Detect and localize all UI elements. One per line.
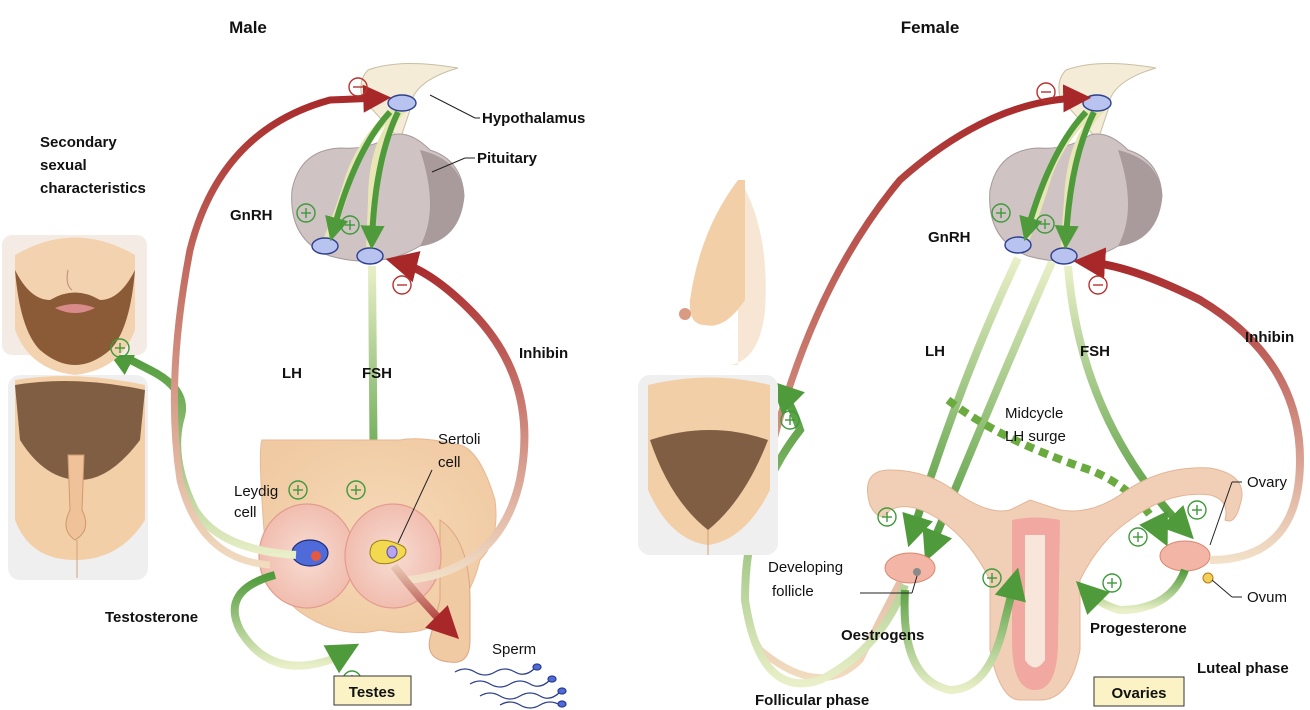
sperm-label: Sperm bbox=[492, 641, 536, 658]
ovum bbox=[1203, 573, 1213, 583]
female-ovary-right bbox=[1160, 541, 1210, 571]
male-pubic-illustration bbox=[8, 375, 148, 580]
progesterone-label: Progesterone bbox=[1090, 620, 1187, 637]
male-inhibin-label: Inhibin bbox=[519, 345, 568, 362]
male-pituitary-cell-fsh bbox=[357, 248, 383, 264]
developing-label-line2: follicle bbox=[772, 583, 814, 600]
sertoli-label-line2: cell bbox=[438, 454, 461, 471]
secondary-label-line2: sexual bbox=[40, 157, 87, 174]
testosterone-label: Testosterone bbox=[105, 609, 198, 626]
male-pituitary-cell-lh bbox=[312, 238, 338, 254]
male-gnrh-label: GnRH bbox=[230, 207, 273, 224]
ovaries-label: Ovaries bbox=[1111, 685, 1166, 702]
male-lh-label: LH bbox=[282, 365, 302, 382]
developing-follicle-ovary bbox=[885, 553, 935, 583]
female-hypothalamus-cell bbox=[1083, 95, 1111, 111]
testes-label: Testes bbox=[349, 684, 395, 701]
female-plus-sign-progesterone bbox=[1103, 574, 1121, 592]
breast-illustration bbox=[679, 180, 766, 365]
female-inhibin-label: Inhibin bbox=[1245, 329, 1294, 346]
female-pubic-illustration bbox=[638, 375, 778, 555]
midcycle-label-line1: Midcycle bbox=[1005, 405, 1063, 422]
oestrogens-label: Oestrogens bbox=[841, 627, 924, 644]
leydig-label-line2: cell bbox=[234, 504, 257, 521]
bearded-face-illustration bbox=[2, 235, 147, 375]
luteal-phase-label: Luteal phase bbox=[1197, 660, 1289, 677]
midcycle-label-line2: LH surge bbox=[1005, 428, 1066, 445]
male-hypothalamus-label: Hypothalamus bbox=[482, 110, 585, 127]
developing-label-line1: Developing bbox=[768, 559, 843, 576]
female-fsh-label: FSH bbox=[1080, 343, 1110, 360]
uterus-illustration bbox=[868, 468, 1243, 700]
ovary-label: Ovary bbox=[1247, 474, 1288, 491]
follicular-phase-label: Follicular phase bbox=[755, 692, 869, 709]
male-minus-sign-pituitary bbox=[393, 276, 411, 294]
male-hypothalamus-cell bbox=[388, 95, 416, 111]
secondary-label-line3: characteristics bbox=[40, 180, 146, 197]
female-plus-sign-ovary bbox=[1188, 501, 1206, 519]
leydig-label-line1: Leydig bbox=[234, 483, 278, 500]
female-pituitary-cell-fsh bbox=[1051, 248, 1077, 264]
sertoli-label-line1: Sertoli bbox=[438, 431, 481, 448]
female-minus-sign-pituitary bbox=[1089, 276, 1107, 294]
sperm-cells bbox=[455, 664, 566, 708]
male-title: Male bbox=[229, 18, 267, 37]
female-panel: Female bbox=[638, 18, 1300, 709]
male-pituitary-label: Pituitary bbox=[477, 150, 538, 167]
female-plus-sign-surge bbox=[1129, 528, 1147, 546]
ovum-label: Ovum bbox=[1247, 589, 1287, 606]
male-fsh-label: FSH bbox=[362, 365, 392, 382]
female-title: Female bbox=[901, 18, 960, 37]
secondary-label-line1: Secondary bbox=[40, 134, 117, 151]
progesterone-to-uterus-arrow bbox=[1085, 570, 1185, 610]
female-pituitary-cell-lh bbox=[1005, 237, 1031, 253]
female-lh-label: LH bbox=[925, 343, 945, 360]
female-gnrh-label: GnRH bbox=[928, 229, 971, 246]
leydig-cell bbox=[292, 540, 328, 566]
male-panel: Male bbox=[2, 18, 585, 708]
